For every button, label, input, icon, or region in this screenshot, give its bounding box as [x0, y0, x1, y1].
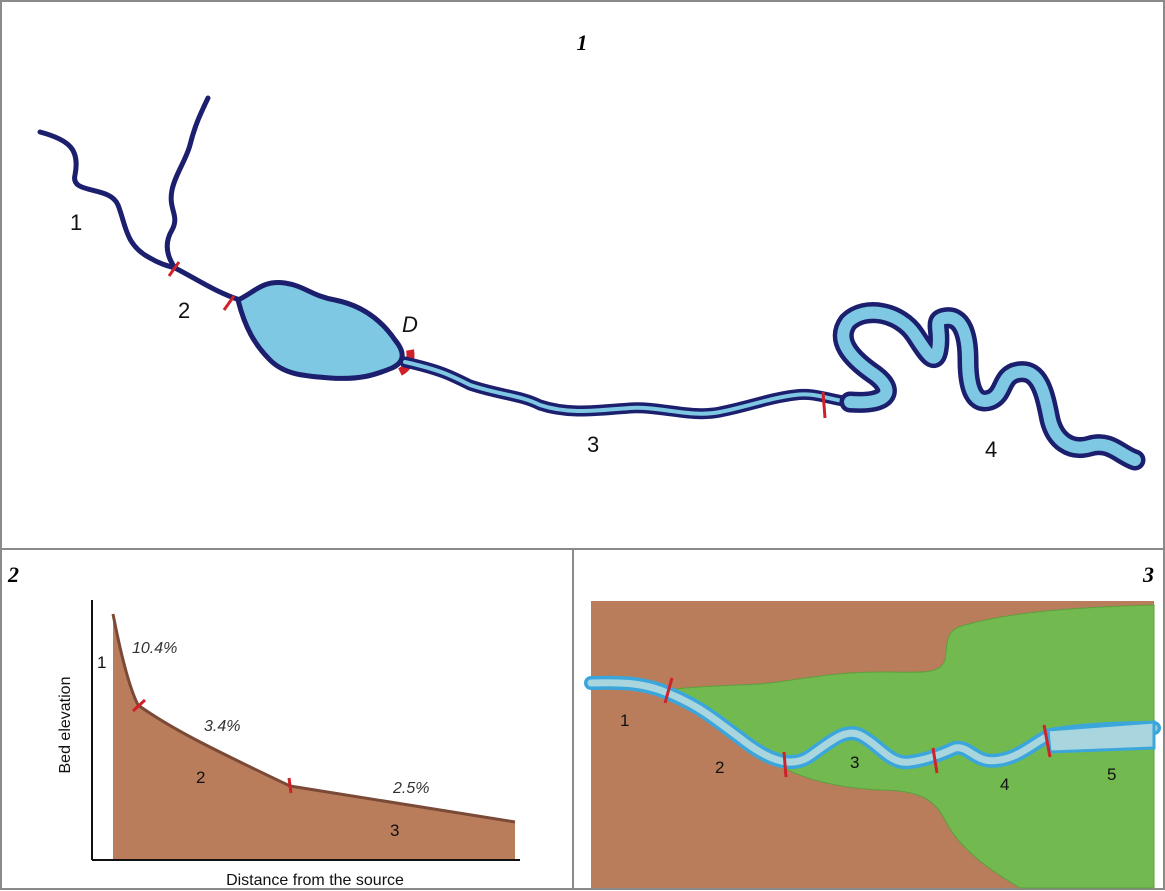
tributary-left	[37, 129, 178, 271]
segment-boundary-markers	[167, 261, 827, 419]
floodplain-segment-label-1: 1	[620, 711, 629, 730]
floodplain-segment-label-4: 4	[1000, 775, 1009, 794]
panel3-river-water	[587, 679, 1158, 766]
axes	[91, 600, 520, 861]
panel-2-number: 2	[7, 562, 19, 587]
profile-segment-label-2: 2	[196, 768, 205, 787]
floodplain-segment-label-2: 2	[715, 758, 724, 777]
floodplain-marker-3-4	[931, 747, 939, 774]
river-segment-3-outline	[399, 356, 856, 420]
river-segment-4-water	[837, 306, 1141, 466]
slope-label-1: 10.4%	[132, 640, 177, 657]
floodplain-marker-2-3	[782, 751, 788, 778]
segment-label-1: 1	[70, 210, 82, 235]
boundary-marker-2-reservoir	[222, 295, 236, 311]
x-axis-title: Distance from the source	[226, 872, 404, 889]
reservoir	[235, 280, 405, 381]
segment-label-2: 2	[178, 298, 190, 323]
panel-1-river-plan: 1 D 1 2 3 4	[37, 30, 1146, 471]
profile-segment-label-1: 1	[97, 653, 106, 672]
profile-marker-1-2	[131, 698, 147, 713]
floodplain-marker-1-2	[663, 677, 674, 704]
panel3-river-wide	[1046, 720, 1156, 754]
river-segment-3-water	[403, 360, 852, 416]
y-axis-title: Bed elevation	[57, 677, 74, 774]
panel-3-floodplain: 3 1 2 3 4 5	[584, 562, 1161, 889]
slope-label-2: 3.4%	[204, 718, 240, 735]
river-segment-2	[172, 265, 243, 303]
slope-label-3: 2.5%	[392, 780, 429, 797]
segment-label-4: 4	[985, 437, 997, 462]
boundary-marker-1-2	[167, 261, 181, 277]
profile-segment-label-3: 3	[390, 821, 399, 840]
dam-label: D	[402, 312, 418, 337]
tributary-upper	[164, 95, 211, 271]
panel-1-number: 1	[577, 30, 588, 55]
segment-label-3: 3	[587, 432, 599, 457]
floodplain-segment-label-3: 3	[850, 753, 859, 772]
floodplain-marker-4-5	[1042, 724, 1052, 758]
floodplain-vegetation	[663, 604, 1155, 889]
panel-2-longitudinal-profile: 2 Bed elevation Distance from the source…	[7, 562, 520, 889]
bed-profile-line	[111, 613, 516, 824]
profile-marker-2-3	[287, 777, 293, 794]
panel-3-number: 3	[1142, 562, 1154, 587]
bed-profile	[113, 614, 515, 860]
floodplain-segment-label-5: 5	[1107, 765, 1116, 784]
boundary-marker-3-4	[821, 391, 827, 419]
